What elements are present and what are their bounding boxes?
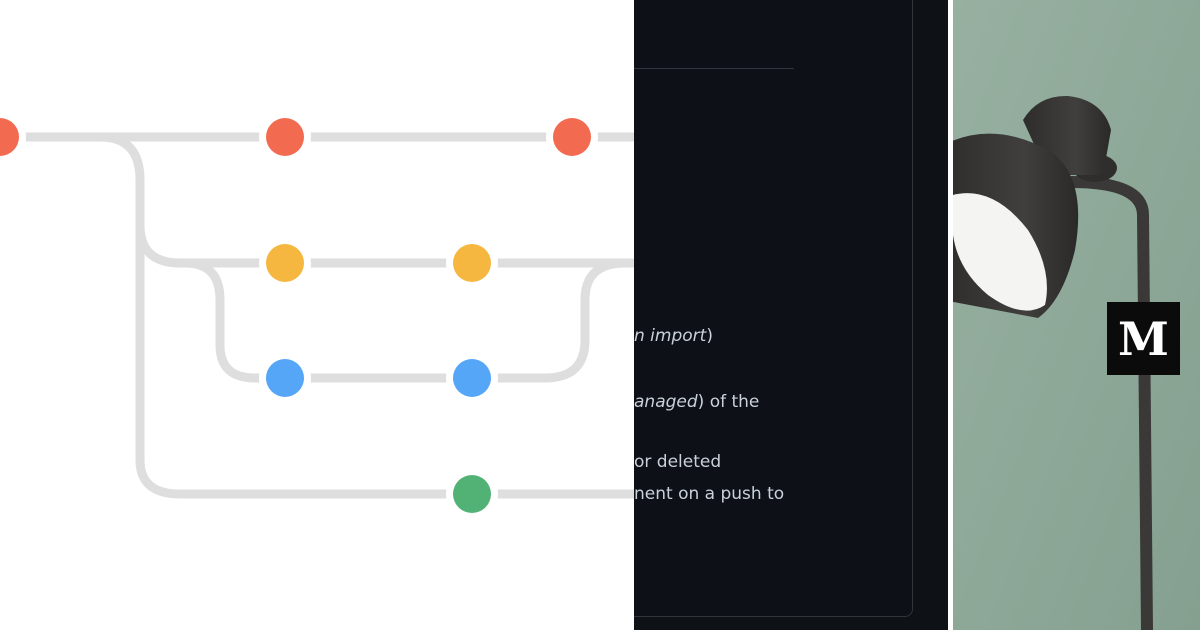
commit-nodes [0,111,598,520]
lamp-shade-inner [953,193,1047,311]
commit-node[interactable] [446,468,498,520]
commit-node[interactable] [259,237,311,289]
documentation-snippet: n import) anaged) of the or deleted nent… [634,0,948,630]
branch-line-hotfix [135,220,634,499]
panel-gap [948,0,953,630]
branch-line-develop [95,132,634,268]
git-branch-diagram [0,111,634,520]
doc-line-4: nent on a push to [634,484,785,504]
lamp-illustration [953,0,1200,630]
doc-line-3: or deleted [634,452,722,472]
lamp-pole [1070,176,1153,630]
branch-lines [0,132,634,499]
doc-line-1: n import) [634,326,713,346]
doc-line-2: anaged) of the [634,392,760,412]
commit-node[interactable] [259,352,311,404]
doc-card [634,0,913,617]
lamp-photo: M [953,0,1200,630]
commit-node[interactable] [446,352,498,404]
commit-node[interactable] [446,237,498,289]
commit-node[interactable] [0,111,26,163]
branch-graph [0,111,634,520]
branch-line-feature [180,258,630,383]
commit-node[interactable] [259,111,311,163]
commit-node[interactable] [546,111,598,163]
doc-divider [634,68,794,69]
medium-logo: M [1107,302,1180,375]
